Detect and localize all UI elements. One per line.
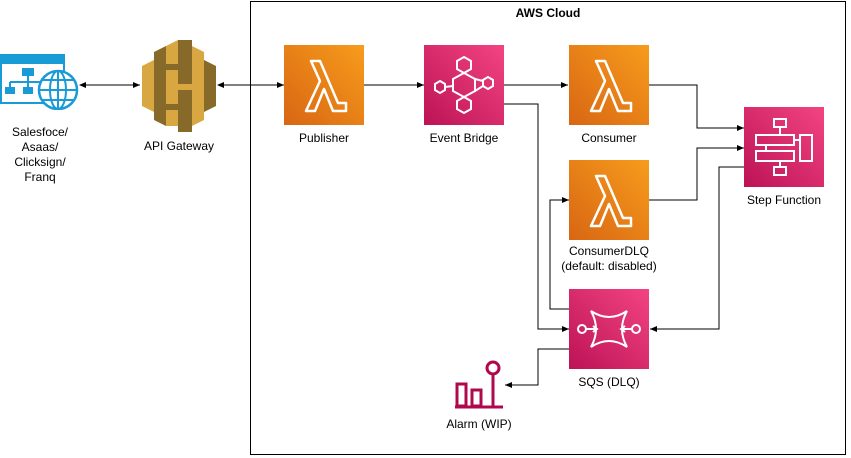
edge-consumerdlq-stepfunction	[649, 145, 744, 201]
publisher-label: Publisher	[298, 131, 350, 145]
edge-eventbridge-sqs	[504, 103, 569, 332]
edge-sqs-consumerdlq	[549, 197, 569, 310]
consumerdlq-label: ConsumerDLQ (default: disabled)	[561, 244, 657, 273]
consumerdlq-lambda-icon	[569, 160, 649, 240]
publisher-lambda-icon	[284, 45, 364, 125]
edge-consumer-stepfunction	[649, 84, 744, 131]
cloudwatch-alarm-icon	[454, 360, 504, 410]
edge-stepfunction-sqs	[650, 166, 744, 332]
aws-cloud-title: AWS Cloud	[515, 6, 581, 20]
consumer-lambda-icon	[569, 45, 649, 125]
api-gateway-icon	[140, 40, 218, 132]
client-label: Salesfoce/ Asaas/ Clicksign/ Franq	[11, 125, 69, 184]
step-function-label: Step Function	[746, 193, 822, 207]
eventbridge-icon	[424, 45, 504, 125]
edge-sqs-alarm	[505, 348, 569, 388]
eventbridge-label: Event Bridge	[429, 131, 499, 145]
sqs-icon	[569, 289, 649, 369]
alarm-label: Alarm (WIP)	[446, 417, 512, 431]
web-app-icon	[0, 54, 80, 111]
api-gateway-label: API Gateway	[143, 139, 215, 153]
consumer-label: Consumer	[581, 131, 637, 145]
aws-cloud-group	[250, 1, 846, 455]
sqs-label: SQS (DLQ)	[578, 375, 640, 389]
step-functions-icon	[744, 107, 824, 187]
